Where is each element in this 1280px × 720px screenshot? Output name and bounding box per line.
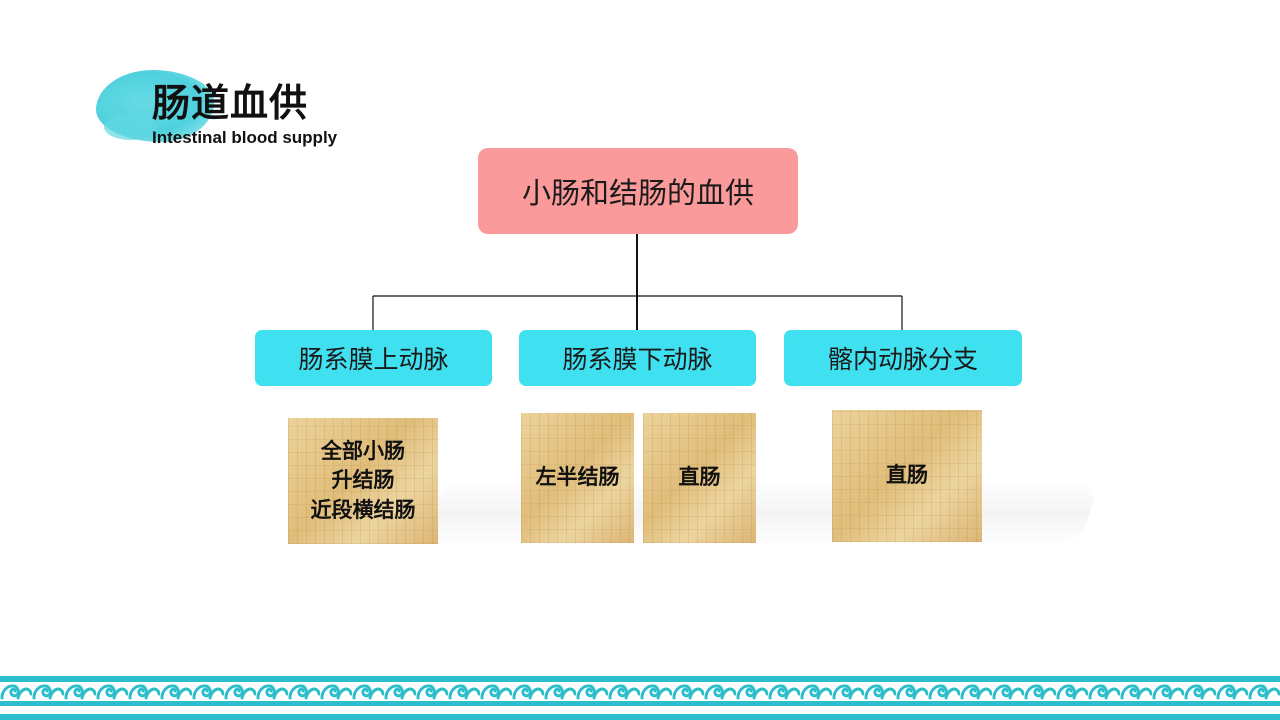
- leaf-card-line: 近段横结肠: [310, 497, 416, 522]
- page-subtitle: Intestinal blood supply: [152, 128, 338, 147]
- leaf-card-line: 左半结肠: [535, 465, 620, 490]
- root-node: 小肠和结肠的血供: [478, 148, 798, 234]
- branch-node-label: 肠系膜下动脉: [562, 345, 713, 374]
- leaf-card-sma: 全部小肠 升结肠 近段横结肠: [288, 418, 438, 544]
- leaf-card-left-colon: 左半结肠: [521, 413, 634, 543]
- wave-pattern-border: [0, 676, 1280, 720]
- leaf-card-line: 升结肠: [331, 468, 395, 493]
- leaf-card-line: 直肠: [678, 465, 721, 490]
- page-title: 肠道血供: [152, 81, 309, 125]
- leaf-card-rectum-iliac: 直肠: [832, 410, 982, 542]
- branch-node-label: 肠系膜上动脉: [298, 345, 449, 374]
- branch-node-ima: 肠系膜下动脉: [519, 330, 756, 386]
- brush-stroke-decoration: [96, 70, 214, 142]
- root-node-label: 小肠和结肠的血供: [521, 176, 754, 210]
- leaf-card-line: 全部小肠: [321, 438, 405, 463]
- branch-node-sma: 肠系膜上动脉: [255, 330, 492, 386]
- branch-node-iliac: 髂内动脉分支: [784, 330, 1022, 386]
- branch-node-label: 髂内动脉分支: [827, 345, 978, 374]
- leaf-card-line: 直肠: [886, 463, 928, 488]
- leaf-card-rectum-ima: 直肠: [643, 413, 756, 543]
